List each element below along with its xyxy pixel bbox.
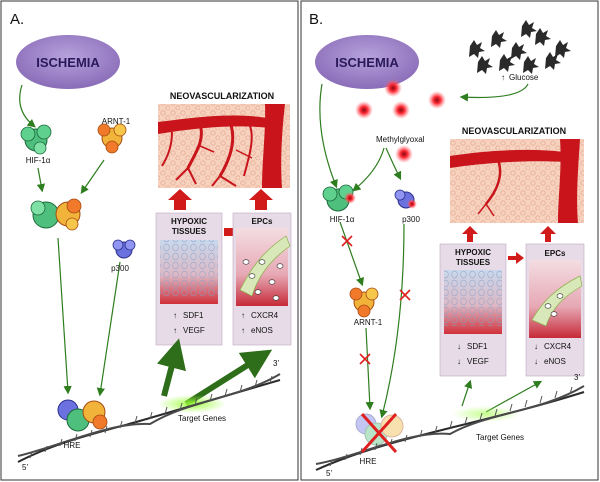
- vegf-arrow-a: ↑: [173, 326, 177, 335]
- hif-protein-a: [20, 124, 52, 155]
- neovasc-title-b: NEOVASCULARIZATION: [462, 126, 566, 136]
- epcs-box-a: [232, 212, 292, 346]
- hre-label-b: HRE: [360, 457, 377, 466]
- panel-a-label: A.: [10, 11, 24, 28]
- hif-label-a: HIF-1α: [26, 156, 51, 165]
- hypoxic-title-b-line1: HYPOXIC: [455, 248, 491, 257]
- ischemia-label-a: ISCHEMIA: [36, 55, 100, 70]
- enos-arrow-a: ↑: [241, 326, 245, 335]
- red-arrow-right-b: [508, 252, 524, 264]
- arnt-protein-a: [97, 123, 127, 154]
- red-arrow-epcs-up-b: [540, 226, 556, 242]
- three-prime-label-a: 3’: [273, 359, 279, 368]
- cxcr4-arrow-b: ↓: [534, 342, 538, 351]
- ischemia-label-b: ISCHEMIA: [335, 55, 399, 70]
- five-prime-label-a: 5’: [22, 463, 28, 472]
- neovasc-title-a: NEOVASCULARIZATION: [170, 91, 274, 101]
- cxcr4-label-b: CXCR4: [544, 342, 572, 351]
- hypoxic-title-a-line2: TISSUES: [172, 227, 207, 236]
- arnt-label-b: ARNT-1: [354, 318, 383, 327]
- red-arrow-epcs-up-a: [249, 189, 273, 210]
- glucose-label: Glucose: [509, 73, 539, 82]
- three-prime-label-b: 3’: [574, 373, 580, 382]
- hypoxic-title-a-line1: HYPOXIC: [171, 217, 207, 226]
- hif-arnt-complex-a: [30, 198, 82, 231]
- sdf1-label-b: SDF1: [467, 342, 488, 351]
- vegf-label-a: VEGF: [183, 326, 205, 335]
- hypoxic-title-b-line2: TISSUES: [456, 258, 491, 267]
- arnt-label-a: ARNT-1: [102, 117, 131, 126]
- target-genes-label-a: Target Genes: [178, 414, 226, 423]
- dna-helix-b: [315, 385, 585, 471]
- p300-protein-a: [112, 239, 136, 259]
- hif-label-b: HIF-1α: [330, 215, 355, 224]
- arrow-ischemia-hif-b: [319, 83, 338, 189]
- arrow-p300-hre-a: [96, 261, 121, 397]
- cxcr4-arrow-a: ↑: [241, 311, 245, 320]
- arrow-mg-hif-b: [352, 147, 385, 192]
- p300-label-a: p300: [111, 264, 129, 273]
- arrow-complex-hre-a: [57, 237, 72, 395]
- neovasc-image-a: [158, 104, 290, 188]
- vegf-arrow-b: ↓: [457, 357, 461, 366]
- target-genes-label-b: Target Genes: [476, 433, 524, 442]
- p300-label-b: p300: [402, 215, 420, 224]
- arrow-p300-hre-b: [379, 223, 405, 419]
- glucose-arrow: ↑: [501, 73, 505, 82]
- p300-protein-b: [394, 189, 417, 209]
- hif-protein-b: [322, 184, 356, 212]
- epcs-box-b: [525, 243, 585, 377]
- methylglyoxal-label: Methylglyoxal: [376, 135, 425, 144]
- sdf1-label-a: SDF1: [183, 311, 204, 320]
- hre-label-a: HRE: [64, 441, 81, 450]
- arrow-ischemia-hif-a: [19, 84, 36, 128]
- hypoxic-tissues-box-b: [439, 243, 507, 377]
- red-arrow-hypoxic-up-a: [168, 189, 192, 210]
- vegf-label-b: VEGF: [467, 357, 489, 366]
- arrow-arnt-hre-b: [365, 327, 374, 411]
- red-arrow-hypoxic-up-b: [462, 226, 478, 242]
- arrow-hif-arnt-b: [339, 221, 364, 287]
- arrow-arnt-complex-a: [80, 159, 105, 194]
- sdf1-arrow-a: ↑: [173, 311, 177, 320]
- glucose-crystals: [469, 20, 571, 74]
- sdf1-arrow-b: ↓: [457, 342, 461, 351]
- dna-helix-a: [17, 373, 281, 463]
- enos-label-b: eNOS: [544, 357, 566, 366]
- hre-block-x: [360, 412, 398, 454]
- arnt-protein-b: [349, 287, 379, 318]
- block-x-marks: [341, 235, 411, 365]
- epcs-title-a: EPCs: [252, 217, 273, 226]
- arrow-hif-complex-a: [36, 167, 46, 193]
- neovasc-image-b: [450, 139, 584, 223]
- hre-complex-a: [57, 399, 108, 432]
- methylglyoxal-molecules: [355, 79, 446, 163]
- cxcr4-label-a: CXCR4: [251, 311, 279, 320]
- enos-label-a: eNOS: [251, 326, 273, 335]
- epcs-title-b: EPCs: [545, 249, 566, 258]
- arrow-glucose-methylglyoxal: [459, 83, 529, 102]
- big-green-arrow-hypoxic-a: [156, 338, 186, 397]
- five-prime-label-b: 5’: [326, 469, 332, 478]
- panel-b-label: B.: [309, 11, 323, 28]
- hypoxic-tissues-box-a: [155, 212, 223, 346]
- ischemia-ellipse-a: [16, 35, 120, 89]
- ischemia-ellipse-b: [315, 35, 419, 89]
- arrow-mg-p300-b: [385, 147, 402, 181]
- green-arrow-hypoxic-b: [461, 379, 473, 407]
- enos-arrow-b: ↓: [534, 357, 538, 366]
